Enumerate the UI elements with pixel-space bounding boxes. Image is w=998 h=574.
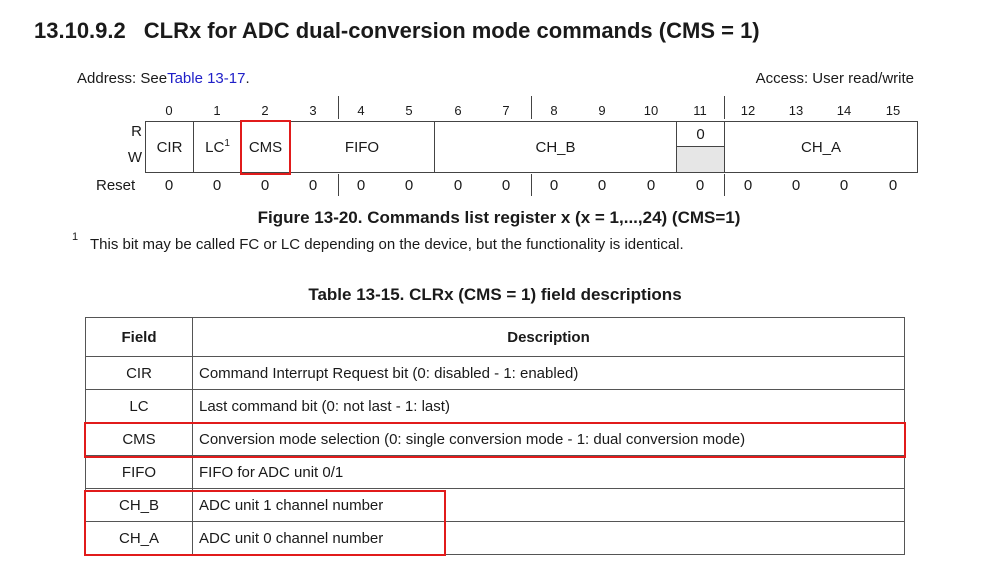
field-ch-a-label: CH_A [800,138,841,156]
field-fifo-label: FIFO [344,138,380,156]
section-heading: 13.10.9.2 CLRx for ADC dual-conversion mo… [34,18,760,44]
bit-number: 10 [643,103,659,118]
nibble-tick [724,96,725,119]
bit-number: 4 [357,103,365,118]
row-description: Last command bit (0: not last - 1: last) [192,389,905,423]
field-ch-a: CH_A [724,121,918,173]
row-description: ADC unit 1 channel number [192,488,905,522]
bit-number: 7 [502,103,510,118]
field-fifo: FIFO [289,121,434,173]
field-ch-b-label: CH_B [535,138,576,156]
footnote-text: This bit may be called FC or LC dependin… [90,236,684,253]
reset-value: 0 [839,177,849,194]
reset-value: 0 [356,177,366,194]
table-row: CH_B ADC unit 1 channel number [85,488,905,522]
figure-caption: Figure 13-20. Commands list register x (… [257,208,741,227]
reset-value: 0 [646,177,656,194]
bit-number: 1 [213,103,221,118]
row-description: ADC unit 0 channel number [192,521,905,555]
field-cms-label: CMS [248,138,283,156]
bit-number: 2 [261,103,269,118]
row-description: Command Interrupt Request bit (0: disabl… [192,356,905,390]
field-bit11-read: 0 [676,121,724,147]
bit-number: 5 [405,103,413,118]
table-row: LC Last command bit (0: not last - 1: la… [85,389,905,423]
highlight-cms-register [240,120,291,175]
section-number: 13.10.9.2 [34,18,126,43]
footnote-mark: 1 [72,231,79,243]
reset-value: 0 [260,177,270,194]
header-field: Field [85,317,193,357]
footnote-ref: 1 [224,137,230,149]
row-label-read: R [131,123,142,140]
table-row: CIR Command Interrupt Request bit (0: di… [85,356,905,390]
bit-number: 14 [836,103,852,118]
highlight-cms-row [84,422,906,458]
bit-number: 3 [309,103,317,118]
field-ch-b: CH_B [434,121,676,173]
reset-value: 0 [888,177,898,194]
bit-number: 6 [454,103,462,118]
table-row: FIFO FIFO for ADC unit 0/1 [85,455,905,489]
reset-value: 0 [308,177,318,194]
reset-value: 0 [695,177,705,194]
row-description: FIFO for ADC unit 0/1 [192,455,905,489]
row-field: CIR [85,356,193,390]
highlight-channel-rows [84,490,446,556]
table-header-row: Field Description [85,317,905,357]
bit-number: 11 [693,103,707,118]
reset-tick [531,174,532,196]
field-bit11-write-reserved [676,147,724,173]
reset-value: 0 [453,177,463,194]
reset-value: 0 [549,177,559,194]
field-bit11-value: 0 [696,125,705,143]
table-row: CH_A ADC unit 0 channel number [85,521,905,555]
bit-number: 9 [598,103,606,118]
access-line: Access: User read/write [755,70,914,87]
address-suffix: . [245,70,250,87]
row-field: FIFO [85,455,193,489]
row-label-write: W [127,149,142,166]
bit-number: 12 [740,103,756,118]
reset-value: 0 [743,177,753,194]
reset-tick [724,174,725,196]
address-link[interactable]: Table 13-17 [167,70,246,87]
address-label: Address: See [77,70,168,87]
bit-number: 15 [885,103,901,118]
bit-number: 0 [165,103,173,118]
nibble-tick [338,96,339,119]
row-description: Conversion mode selection (0: single con… [192,422,905,456]
field-lc-label: LC [205,138,225,156]
field-cir: CIR [145,121,193,173]
reset-value: 0 [501,177,511,194]
bit-number: 13 [788,103,804,118]
field-cir-label: CIR [156,138,183,156]
address-line: Address: SeeTable 13-17. [77,70,250,87]
reset-value: 0 [164,177,174,194]
section-title: CLRx for ADC dual-conversion mode comman… [143,18,760,43]
table-caption: Table 13-15. CLRx (CMS = 1) field descri… [308,285,682,304]
reset-tick [338,174,339,196]
row-field: CH_A [85,521,193,555]
bit-number: 8 [550,103,558,118]
field-description-table: Field Description CIR Command Interrupt … [85,317,905,555]
reset-label: Reset [96,177,136,194]
reset-value: 0 [212,177,222,194]
reset-value: 0 [404,177,414,194]
header-description: Description [192,317,905,357]
nibble-tick [531,96,532,119]
reset-value: 0 [597,177,607,194]
reset-value: 0 [791,177,801,194]
row-field: LC [85,389,193,423]
